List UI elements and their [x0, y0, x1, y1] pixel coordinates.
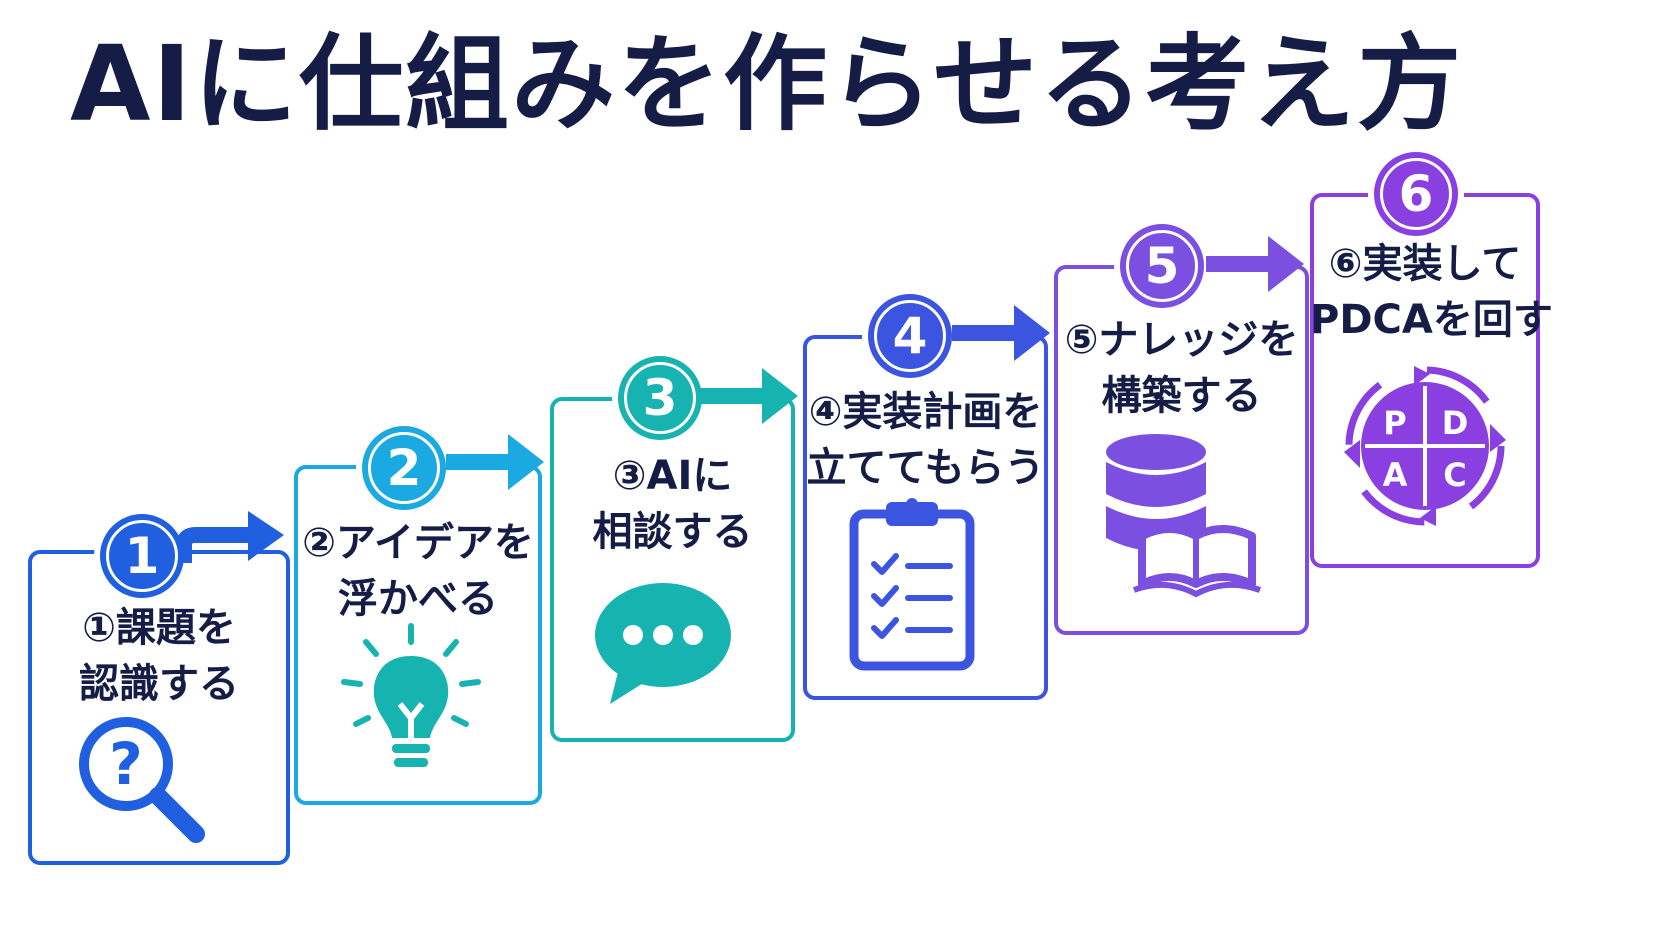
- pdca-d: D: [1442, 404, 1469, 442]
- step-label-3: ③AIに相談する: [592, 453, 753, 555]
- magnifier-question-icon: ?: [79, 717, 205, 843]
- pdca-p: P: [1383, 404, 1406, 442]
- step-card-2: [294, 465, 542, 805]
- step-label-1: ①課題を認識する: [79, 605, 239, 707]
- step-card-1: [28, 550, 290, 865]
- pdca-cycle-icon: P D A C: [1344, 366, 1506, 526]
- arrow-4-to-5: [952, 305, 1050, 361]
- help-mark: ?: [109, 730, 143, 798]
- arrow-1-to-2: [178, 511, 284, 563]
- step-label-5: ⑤ナレッジを構築する: [1064, 317, 1299, 419]
- chat-bubble-icon: [595, 583, 731, 704]
- step-badge-3: 3: [612, 350, 708, 446]
- arrow-3-to-4: [700, 368, 798, 424]
- clipboard-checklist-icon: [849, 498, 975, 671]
- step-badge-2: 2: [356, 420, 452, 516]
- lightbulb-icon: [341, 623, 481, 767]
- pdca-a: A: [1383, 456, 1408, 494]
- step-badge-1: 1: [94, 508, 190, 604]
- pdca-c: C: [1443, 456, 1466, 494]
- database-book-icon: [1106, 434, 1261, 598]
- page-title: AIに仕組みを作らせる考え方: [70, 23, 1464, 145]
- step-badge-4: 4: [862, 288, 958, 384]
- step-badge-5: 5: [1114, 218, 1210, 314]
- arrow-2-to-3: [446, 434, 544, 490]
- step-label-4: ④実装計画を立ててもらう: [806, 389, 1045, 491]
- arrow-5-to-6: [1206, 236, 1304, 292]
- step-label-2: ②アイデアを浮かべる: [302, 520, 534, 622]
- step-badge-6: 6: [1368, 146, 1464, 242]
